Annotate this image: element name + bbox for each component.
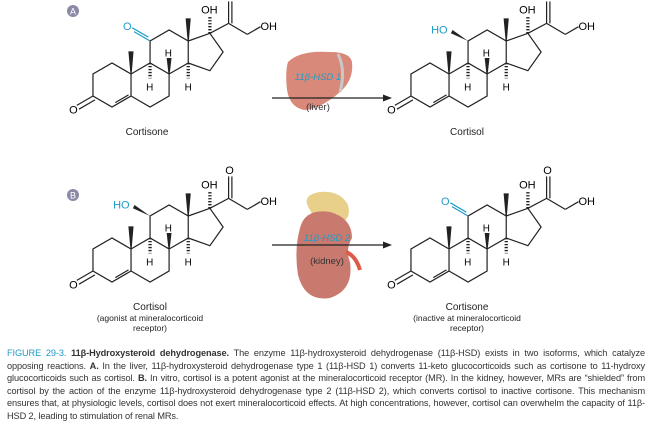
svg-text:O: O (225, 165, 234, 177)
svg-text:OH: OH (519, 180, 536, 192)
svg-text:H: H (503, 258, 510, 269)
svg-text:H: H (464, 258, 471, 269)
svg-text:O: O (123, 21, 132, 33)
caption-text: The enzyme 11β-hydroxysteroid dehydrogen… (7, 348, 646, 371)
svg-text:O: O (387, 280, 396, 292)
panel-b-label: B (70, 191, 76, 201)
svg-text:O: O (69, 105, 78, 117)
svg-text:H: H (165, 48, 172, 59)
caption-text-a: In the liver, 11β-hydroxysteroid dehydro… (7, 360, 646, 384)
svg-text:H: H (483, 48, 490, 59)
panel-a: A O O H H H OH O OH Cortisone 11β-HSD 1 … (67, 0, 595, 138)
caption-b-marker: B. (137, 373, 147, 384)
kidney-icon (296, 191, 362, 299)
cortisol-structure: O HO H H H OH O OH (69, 165, 277, 291)
product-note-2: receptor) (450, 323, 484, 333)
svg-text:HO: HO (431, 24, 448, 36)
svg-text:H: H (185, 258, 192, 269)
organ-label-a: (liver) (306, 102, 330, 113)
figure-title: 11β-Hydroxysteroid dehydrogenase. (71, 348, 229, 358)
product-name: Cortisol (450, 127, 484, 138)
svg-text:H: H (464, 83, 471, 94)
enzyme-label-b: 11β-HSD 2 (304, 233, 351, 244)
svg-text:O: O (543, 0, 552, 2)
svg-text:H: H (483, 223, 490, 234)
svg-text:OH: OH (519, 5, 536, 17)
cortisone-structure: O O H H H OH O OH (387, 165, 595, 291)
panel-a-label: A (70, 7, 76, 17)
cortisol-structure: O HO H H H OH O OH (387, 0, 595, 117)
enzyme-label-a: 11β-HSD 1 (295, 72, 341, 83)
substrate-name: Cortisone (126, 127, 169, 138)
svg-text:O: O (225, 0, 234, 2)
svg-text:O: O (69, 280, 78, 292)
substrate-note-2: receptor) (133, 323, 167, 333)
product-note: (inactive at mineralocorticoid (413, 313, 521, 323)
svg-text:H: H (146, 258, 153, 269)
svg-text:H: H (185, 83, 192, 94)
svg-text:O: O (543, 165, 552, 177)
substrate-name: Cortisol (133, 302, 167, 313)
svg-text:H: H (503, 83, 510, 94)
substrate-note: (agonist at mineralocorticoid (97, 313, 204, 323)
figure-caption: FIGURE 29-3. 11β-Hydroxysteroid dehydrog… (7, 347, 645, 423)
svg-text:OH: OH (579, 21, 596, 33)
svg-text:O: O (441, 196, 450, 208)
svg-text:H: H (165, 223, 172, 234)
organ-label-b: (kidney) (310, 256, 344, 267)
svg-text:OH: OH (201, 5, 218, 17)
diagram: A O O H H H OH O OH Cortisone 11β-HSD 1 … (67, 0, 595, 333)
svg-text:O: O (387, 105, 396, 117)
svg-text:H: H (146, 83, 153, 94)
panel-b-badge (67, 189, 79, 201)
svg-text:OH: OH (201, 180, 218, 192)
caption-a-marker: A. (89, 360, 99, 371)
svg-text:OH: OH (261, 196, 278, 208)
svg-text:OH: OH (261, 21, 278, 33)
panel-b: B O HO H H H OH O OH Cortisol (agonist a… (67, 165, 595, 333)
liver-icon (286, 51, 353, 110)
svg-text:OH: OH (579, 196, 596, 208)
caption-text-b: In vitro, cortisol is a potent agonist a… (7, 373, 645, 421)
product-name: Cortisone (446, 302, 489, 313)
panel-a-badge (67, 5, 79, 17)
svg-text:HO: HO (113, 199, 130, 211)
figure-number: FIGURE 29-3. (7, 348, 67, 358)
cortisone-structure: O O H H H OH O OH (69, 0, 277, 117)
